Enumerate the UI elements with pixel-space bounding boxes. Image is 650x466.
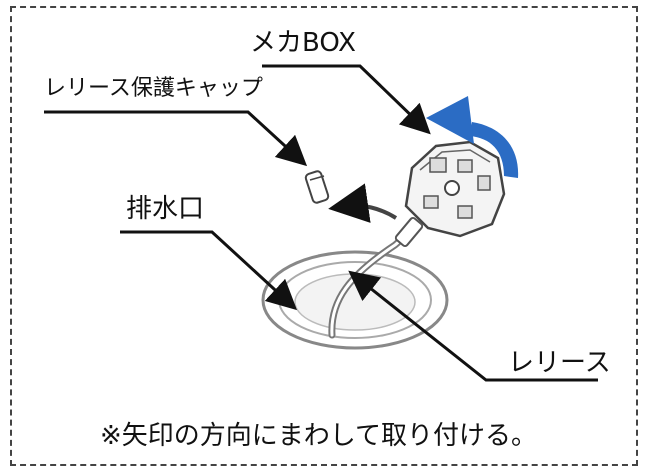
label-drain: 排水口 [126, 194, 205, 224]
leader-lines [44, 64, 598, 382]
rotation-arrow [426, 96, 519, 178]
instruction-note: ※矢印の方向にまわして取り付ける。 [100, 421, 538, 451]
label-mecha-box: メカBOX [250, 28, 356, 58]
label-release: レリース [508, 348, 611, 378]
release-cap [304, 170, 330, 204]
label-release-cap: レリース保護キャップ [44, 76, 263, 101]
movement-arrow [328, 183, 398, 223]
release-tip [394, 217, 424, 247]
illustration [44, 64, 598, 382]
drain-opening [261, 250, 449, 350]
mecha-box [404, 140, 506, 238]
